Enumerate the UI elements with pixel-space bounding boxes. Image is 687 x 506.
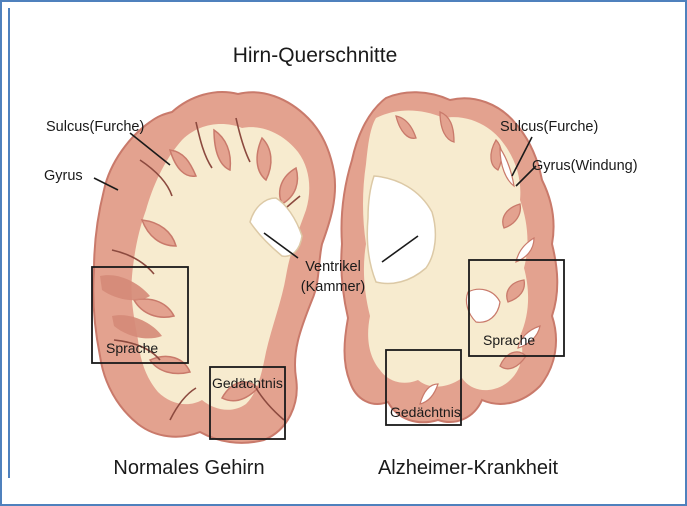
ventricle-label-line1: Ventrikel — [305, 259, 361, 275]
alzheimer-brain-section — [341, 92, 557, 422]
normal-sulcus-label: Sulcus(Furche) — [46, 119, 144, 135]
alzheimer-language-label: Sprache — [483, 332, 535, 348]
page-title: Hirn-Querschnitte — [233, 44, 398, 67]
normal-gyrus-label: Gyrus — [44, 168, 83, 184]
normal-language-label: Sprache — [106, 340, 158, 356]
alzheimer-gyrus-label: Gyrus(Windung) — [532, 158, 638, 174]
ventricle-label-line2: (Kammer) — [301, 279, 365, 295]
normal-brain-caption: Normales Gehirn — [113, 457, 264, 479]
alzheimer-brain-caption: Alzheimer-Krankheit — [378, 457, 559, 479]
alzheimer-memory-label: Gedächtnis — [390, 404, 461, 420]
normal-memory-label: Gedächtnis — [212, 375, 283, 391]
alzheimer-sulcus-label: Sulcus(Furche) — [500, 119, 598, 135]
